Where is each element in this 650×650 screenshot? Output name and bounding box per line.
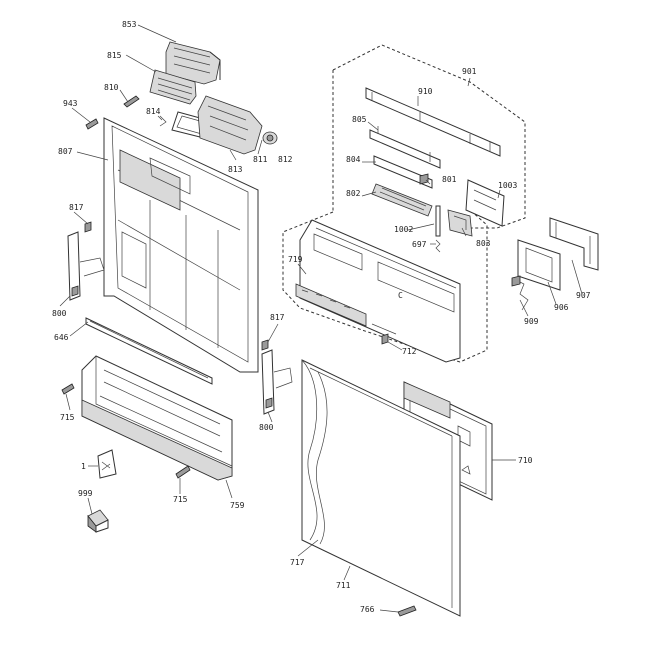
label-1002: 1002 xyxy=(394,225,413,234)
svg-text:C: C xyxy=(398,291,403,300)
label-909: 909 xyxy=(524,317,539,326)
part-807-inner-door xyxy=(103,117,259,373)
label-999: 999 xyxy=(78,489,93,498)
label-807-left: 807 xyxy=(58,147,73,156)
part-800-hinge-left xyxy=(67,231,105,301)
part-802-keypad xyxy=(371,183,433,217)
part-1002-rod xyxy=(435,205,441,237)
part-697-spring xyxy=(435,239,441,253)
label-943: 943 xyxy=(63,99,78,108)
part-715-screw-middle xyxy=(175,465,191,479)
label-646: 646 xyxy=(54,333,69,342)
part-803-latch xyxy=(447,209,473,237)
label-817-left: 817 xyxy=(69,203,84,212)
label-1: 1 xyxy=(81,462,86,471)
part-719-control-panel: C xyxy=(295,219,461,363)
label-813: 813 xyxy=(228,165,243,174)
group-719-outline xyxy=(282,209,488,363)
label-907: 907 xyxy=(576,291,591,300)
label-712: 712 xyxy=(402,347,417,356)
part-999-cartridge xyxy=(87,509,109,533)
group-901-outline xyxy=(332,44,526,229)
label-910: 910 xyxy=(418,87,433,96)
label-803: 803 xyxy=(476,239,491,248)
label-711: 711 xyxy=(336,581,351,590)
label-800-left: 800 xyxy=(52,309,67,318)
label-811: 811 xyxy=(253,155,268,164)
part-853-vent xyxy=(165,41,221,85)
label-719: 719 xyxy=(288,255,303,264)
label-901: 901 xyxy=(462,67,477,76)
label-815: 815 xyxy=(107,51,122,60)
part-811-vent-housing xyxy=(197,95,263,155)
part-766-screw xyxy=(397,605,417,617)
part-801-switch xyxy=(419,173,429,185)
label-717: 717 xyxy=(290,558,305,567)
part-814-clip xyxy=(159,115,167,127)
label-814: 814 xyxy=(146,107,161,116)
part-817-screw-left xyxy=(84,221,92,233)
label-906: 906 xyxy=(554,303,569,312)
label-812: 812 xyxy=(278,155,293,164)
part-715-screw-left xyxy=(61,383,75,395)
label-805: 805 xyxy=(352,115,367,124)
part-909-harness xyxy=(511,275,529,311)
part-910-bracket xyxy=(365,87,501,157)
part-906-cover xyxy=(517,239,561,291)
part-711-outer-door xyxy=(301,359,461,617)
part-812-knob xyxy=(262,131,278,145)
part-943-screw xyxy=(85,118,99,130)
part-810-screw xyxy=(123,95,140,108)
part-804-bracket xyxy=(373,155,433,189)
label-766: 766 xyxy=(360,605,375,614)
label-810: 810 xyxy=(104,83,119,92)
part-817-screw-right xyxy=(261,339,269,351)
label-759: 759 xyxy=(230,501,245,510)
label-853: 853 xyxy=(122,20,137,29)
part-759-toe-panel xyxy=(81,355,233,481)
label-715-left: 715 xyxy=(60,413,75,422)
label-817-right: 817 xyxy=(270,313,285,322)
label-804: 804 xyxy=(346,155,361,164)
label-802: 802 xyxy=(346,189,361,198)
part-907-bracket xyxy=(549,217,599,271)
label-1003: 1003 xyxy=(498,181,517,190)
part-800-hinge-right xyxy=(261,349,293,415)
label-697: 697 xyxy=(412,240,427,249)
part-717-trim xyxy=(316,371,328,545)
part-1003-board xyxy=(465,179,505,227)
label-800-right: 800 xyxy=(259,423,274,432)
part-646-strip xyxy=(85,317,213,385)
part-1-manual xyxy=(97,449,117,479)
label-801: 801 xyxy=(442,175,457,184)
leader-lines xyxy=(59,24,583,613)
label-710: 710 xyxy=(518,456,533,465)
label-715-middle: 715 xyxy=(173,495,188,504)
part-815-vent-grille xyxy=(149,69,197,105)
